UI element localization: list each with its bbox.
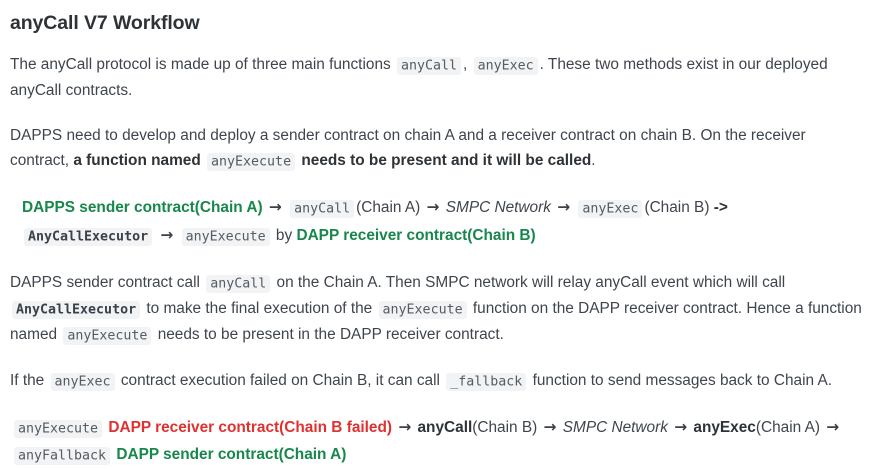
paragraph-execution-detail: DAPPS sender contract call anyCall on th…: [10, 270, 864, 348]
arrow-icon: →: [398, 418, 412, 436]
flow-node-dapp-sender: DAPP sender contract(Chain A): [116, 446, 347, 463]
paragraph-fallback: If the anyExec contract execution failed…: [10, 368, 864, 394]
arrow-icon: →: [268, 198, 282, 216]
arrow-icon: →: [543, 418, 557, 436]
arrow-icon: →: [160, 226, 174, 244]
arrow-icon: →: [557, 198, 571, 216]
code-anycall: anyCall: [396, 56, 462, 75]
flow-node-smpc-network: SMPC Network: [445, 199, 551, 216]
flow-node-dapp-receiver: DAPP receiver contract(Chain B): [296, 227, 536, 244]
code-anyexecute: anyExecute: [181, 227, 270, 246]
flow-node-dapp-receiver-failed: DAPP receiver contract(Chain B failed): [108, 419, 393, 436]
code-anyexecute: anyExecute: [207, 152, 296, 171]
text-fragment: .: [591, 152, 596, 169]
flow-node-anyexec: anyExec: [693, 419, 756, 436]
code-anyexecute: anyExecute: [14, 419, 103, 438]
code-anycall: anyCall: [290, 199, 355, 218]
code-anycallexecutor: AnyCallExecutor: [12, 300, 141, 319]
code-anyexec: anyExec: [473, 56, 538, 75]
text-fragment: . These two methods exist in our deploye…: [10, 56, 828, 99]
code-fallback: _fallback: [446, 372, 527, 391]
code-anyexecute: anyExecute: [63, 326, 152, 345]
code-anyfallback: anyFallback: [14, 446, 111, 465]
bold-a-function-named: a function named: [73, 152, 201, 169]
flow-gt: >: [718, 199, 728, 216]
flow-diagram-failure: anyExecute DAPP receiver contract(Chain …: [10, 414, 864, 469]
text-fragment: contract execution failed on Chain B, it…: [120, 372, 440, 389]
bold-needs-to-be-present: needs to be present and it will be calle…: [301, 152, 592, 169]
text-fragment: DAPPS need to develop and deploy a sende…: [10, 127, 806, 169]
paragraph-dapps-deploy: DAPPS need to develop and deploy a sende…: [10, 123, 864, 174]
code-anycall: anyCall: [206, 274, 271, 293]
page-title: anyCall V7 Workflow: [10, 12, 200, 34]
flow-label-chain-b: (Chain B): [472, 419, 538, 436]
text-fragment: to make the final execution of the: [146, 300, 373, 317]
text-fragment: DAPPS sender contract call: [10, 274, 200, 291]
flow-dash: -: [713, 199, 719, 216]
flow-label-chain-a: (Chain A): [356, 199, 421, 216]
code-anyexecute: anyExecute: [378, 300, 467, 319]
flow-node-smpc-network: SMPC Network: [562, 419, 668, 436]
paragraph-protocol-overview: The anyCall protocol is made up of three…: [10, 52, 864, 103]
text-fragment: function on the DAPP receiver contract. …: [10, 300, 862, 343]
flow-label-by: by: [275, 227, 293, 244]
code-anyexec: anyExec: [578, 199, 643, 218]
text-fragment: function to send messages back to Chain …: [532, 372, 833, 389]
arrow-icon: →: [674, 418, 688, 436]
code-anycallexecutor: AnyCallExecutor: [24, 227, 153, 246]
text-fragment: The anyCall protocol is made up of three…: [10, 56, 391, 73]
arrow-icon: →: [426, 198, 440, 216]
flow-diagram-success: DAPPS sender contract(Chain A) → anyCall…: [10, 194, 864, 250]
flow-label-chain-a: (Chain A): [755, 419, 821, 436]
code-anyexec: anyExec: [50, 372, 115, 391]
text-fragment: ,: [463, 56, 468, 73]
flow-node-anycall: anyCall: [417, 419, 473, 436]
text-fragment: needs to be present in the DAPP receiver…: [157, 326, 504, 343]
flow-node-dapps-sender: DAPPS sender contract(Chain A): [22, 199, 263, 216]
text-fragment: on the Chain A. Then SMPC network will r…: [276, 274, 786, 291]
arrow-icon: →: [826, 418, 840, 436]
text-fragment: If the: [10, 372, 45, 389]
flow-label-chain-b: (Chain B): [644, 199, 710, 216]
